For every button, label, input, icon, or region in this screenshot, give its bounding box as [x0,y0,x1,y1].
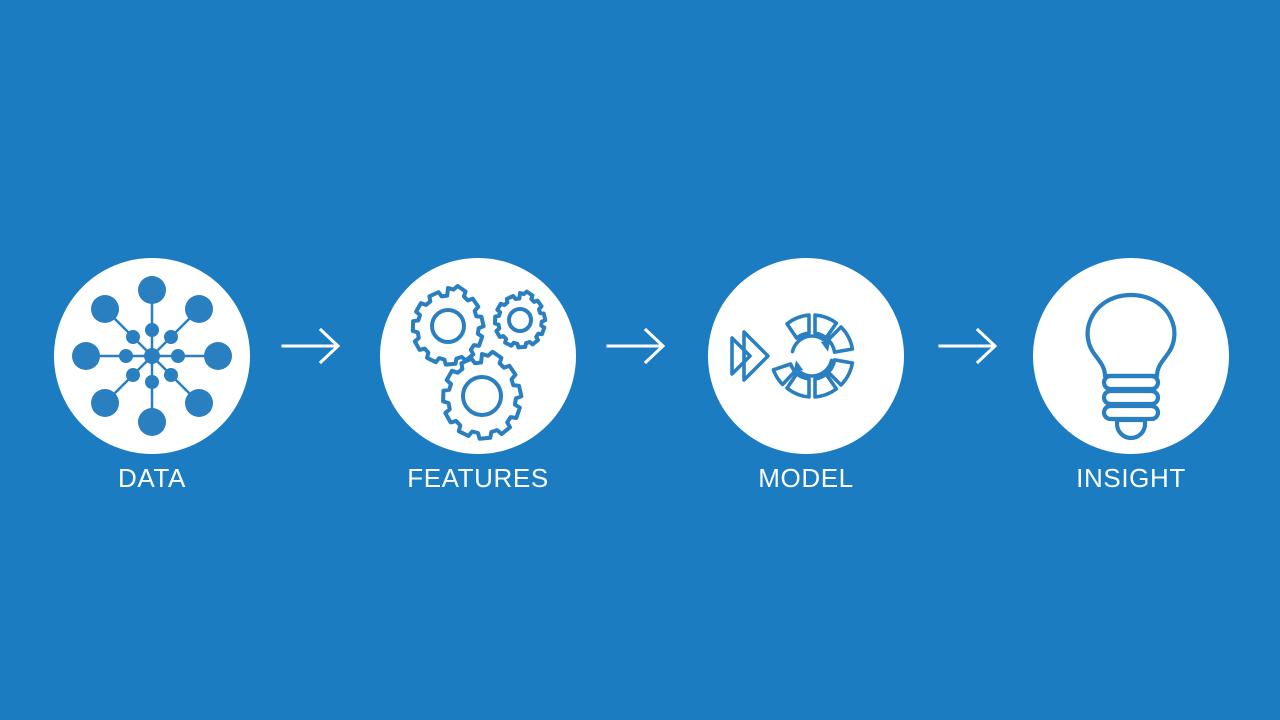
pipeline-stage-features[interactable]: FEATURES [380,258,576,503]
stage-label-model: MODEL [758,463,854,493]
network-nodes-icon [72,276,232,436]
segmented-wheel-refresh-icon [730,313,855,399]
gears-icon [410,284,548,441]
pipeline-stage-insight[interactable]: INSIGHT [1033,258,1229,503]
lightbulb-icon [1085,292,1177,441]
pipeline-stage-data[interactable]: DATA [54,258,250,503]
pipeline-stage-model[interactable]: MODEL [708,258,904,503]
stage-label-data: DATA [118,463,186,493]
arrow-right-icon [281,327,341,365]
stage-disc [380,258,576,454]
stage-label-insight: INSIGHT [1076,463,1186,493]
stage-label-features: FEATURES [407,463,549,493]
arrow-right-icon [606,327,666,365]
arrow-right-icon [938,327,998,365]
stage-disc [708,258,904,454]
